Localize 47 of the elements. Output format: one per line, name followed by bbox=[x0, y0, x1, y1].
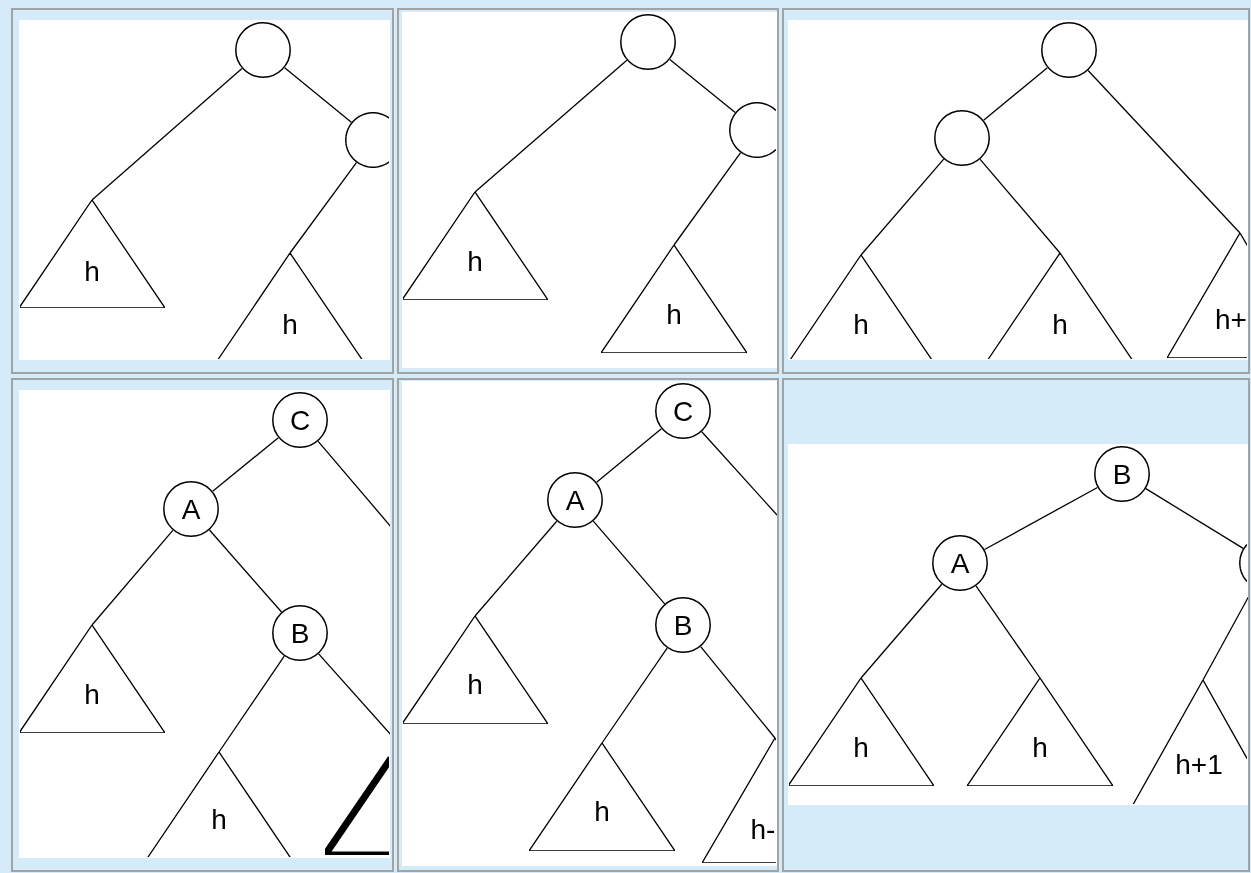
subtree-height-label: h+1 bbox=[1175, 751, 1223, 779]
node-letter: C bbox=[289, 407, 311, 435]
node-letter: A bbox=[181, 496, 201, 524]
tree-edge bbox=[289, 161, 358, 254]
subtree-height-label: h bbox=[84, 681, 100, 709]
node-letter: A bbox=[950, 550, 970, 578]
tree-edge bbox=[1145, 488, 1244, 549]
subtree-height-label: h bbox=[467, 248, 483, 276]
tree-edge bbox=[474, 59, 628, 193]
tree-edge bbox=[669, 58, 736, 114]
tree-edge bbox=[208, 529, 283, 613]
node-letter: B bbox=[1112, 461, 1132, 489]
tree-edge bbox=[91, 67, 243, 201]
tree-edge bbox=[860, 158, 945, 256]
tree-edge bbox=[983, 67, 1048, 121]
subtree-height-label: h bbox=[853, 734, 869, 762]
tree-edge bbox=[595, 428, 663, 483]
tree-edge bbox=[317, 440, 390, 529]
node-letter: B bbox=[290, 620, 310, 648]
subtree-height-label: h bbox=[853, 311, 869, 339]
tree-edge bbox=[212, 437, 279, 492]
node-letter: B bbox=[673, 612, 693, 640]
node-letter: C bbox=[672, 398, 694, 426]
tree-edge bbox=[701, 431, 777, 516]
node-letter: A bbox=[565, 487, 585, 515]
tree-edge bbox=[1087, 69, 1241, 234]
tree-edge bbox=[601, 647, 668, 744]
tree-edge bbox=[983, 486, 1099, 551]
tree-edge bbox=[474, 520, 558, 617]
subtree-height-label: h bbox=[211, 806, 227, 834]
subtree-height-label: h bbox=[1052, 311, 1068, 339]
subtree-height-label: h bbox=[282, 311, 298, 339]
subtree-height-label: h bbox=[467, 671, 483, 699]
tree-edge bbox=[860, 583, 943, 679]
subtree-height-label: h bbox=[594, 798, 610, 826]
tree-edge bbox=[975, 585, 1041, 679]
tree-edge bbox=[673, 152, 742, 246]
tree-edge bbox=[592, 520, 666, 605]
subtree-height-label: h+ bbox=[1215, 306, 1247, 334]
tree-edge bbox=[91, 529, 174, 626]
subtree-height-label: h bbox=[1032, 734, 1048, 762]
subtree-height-label: h bbox=[666, 301, 682, 329]
subtree-height-label: h- bbox=[750, 816, 776, 844]
tree-edge bbox=[218, 655, 285, 753]
tree-edge bbox=[979, 158, 1061, 254]
tree-edge bbox=[284, 67, 352, 123]
subtree-height-label: h bbox=[84, 258, 100, 286]
